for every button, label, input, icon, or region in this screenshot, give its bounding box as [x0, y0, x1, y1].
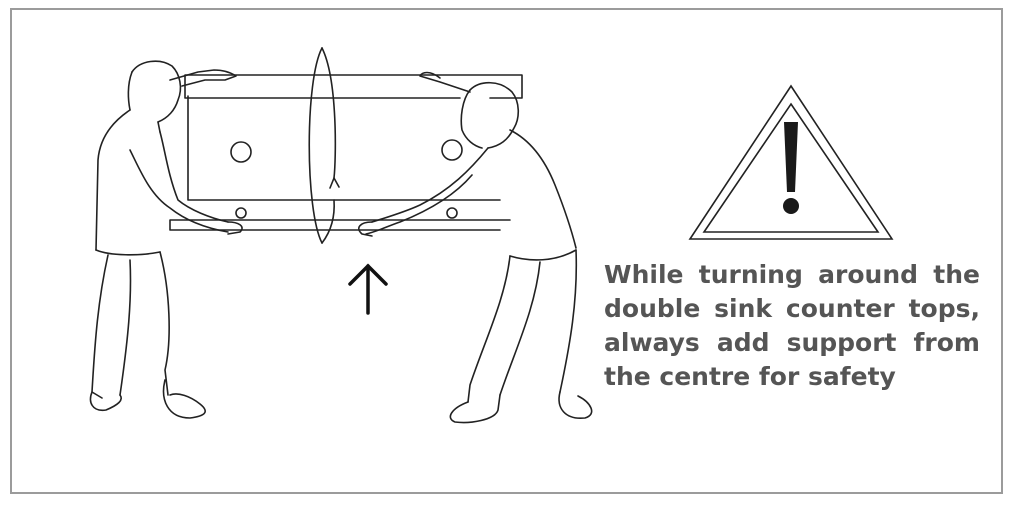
- right-person: [358, 71, 593, 424]
- safety-instruction-text: While turning around the double sink cou…: [604, 260, 980, 391]
- faucet-hole: [235, 207, 247, 219]
- up-arrow-icon: [348, 263, 388, 315]
- double-sink-counter-top: [169, 74, 523, 231]
- illustration-frame: [10, 8, 1003, 494]
- faucet-hole: [446, 207, 458, 219]
- rotation-arrow-icon: [308, 47, 340, 244]
- sink-hole: [441, 139, 463, 161]
- warning-triangle-icon: [688, 84, 894, 240]
- left-person: [89, 60, 243, 419]
- sink-hole: [230, 141, 252, 163]
